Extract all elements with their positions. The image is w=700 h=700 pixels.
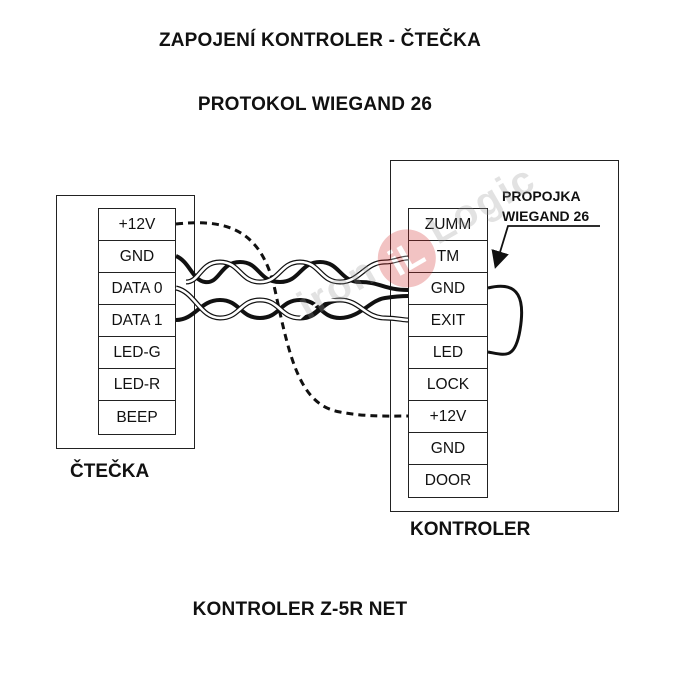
jumper-wire-loop — [487, 284, 524, 356]
controller-terminal-door: DOOR — [408, 464, 488, 498]
jumper-arrow — [491, 225, 600, 269]
reader-terminal-data0: DATA 0 — [98, 272, 176, 305]
reader-terminal-led-g: LED-G — [98, 336, 176, 369]
reader-terminal-led-r: LED-R — [98, 368, 176, 401]
reader-label: ČTEČKA — [70, 461, 150, 482]
diagram-subtitle: PROTOKOL WIEGAND 26 — [197, 94, 433, 115]
jumper-note-line2: WIEGAND 26 — [502, 208, 590, 224]
wire-data1-twisted — [175, 294, 409, 322]
controller-terminal-exit: EXIT — [408, 304, 488, 337]
reader-terminal-12v: +12V — [98, 208, 176, 241]
reader-terminal-beep: BEEP — [98, 400, 176, 435]
jumper-note-line1: PROPOJKA — [502, 188, 581, 204]
wire-12v-dashed — [175, 221, 409, 418]
controller-label: KONTROLER — [410, 519, 531, 540]
controller-terminal-gnd-2: GND — [408, 432, 488, 465]
controller-terminal-gnd: GND — [408, 272, 488, 305]
jumper-note: PROPOJKA WIEGAND 26 — [502, 186, 589, 226]
controller-terminal-zumm: ZUMM — [408, 208, 488, 241]
wire-gnd-twisted — [175, 254, 409, 292]
diagram-title: ZAPOJENÍ KONTROLER - ČTEČKA — [158, 30, 482, 51]
controller-terminal-lock: LOCK — [408, 368, 488, 401]
reader-terminal-data1: DATA 1 — [98, 304, 176, 337]
model-caption: KONTROLER Z-5R NET — [192, 599, 408, 620]
